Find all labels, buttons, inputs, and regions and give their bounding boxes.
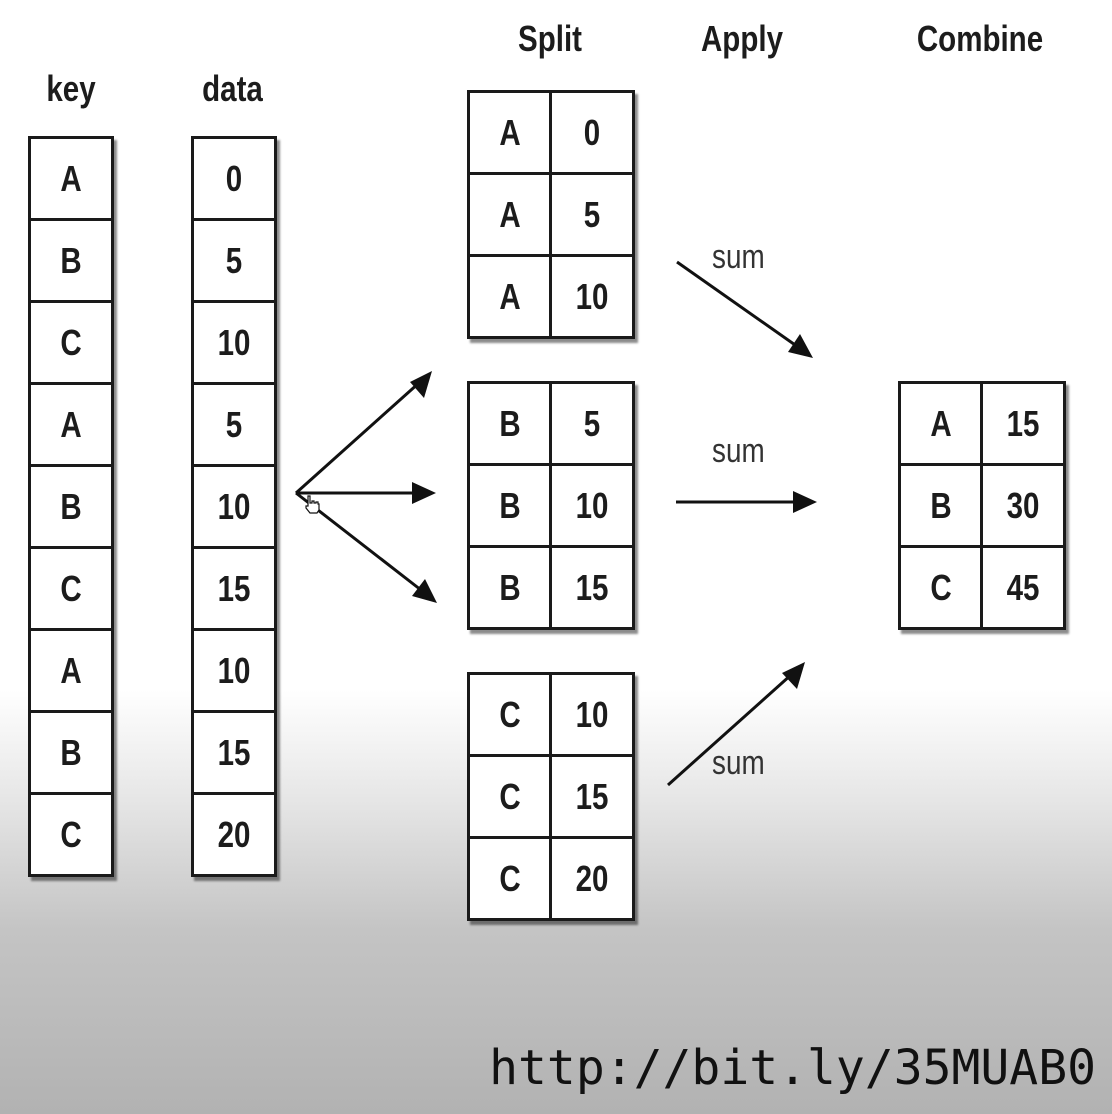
key-cell: C	[31, 303, 111, 385]
apply-arrow-icon	[666, 672, 794, 787]
data-cell: 10	[194, 631, 274, 713]
footer-url[interactable]: http://bit.ly/35MUAB0	[489, 1040, 1096, 1096]
result-value-cell: 45	[1006, 566, 1040, 608]
data-cell: 10	[194, 467, 274, 549]
group-key-cell: B	[470, 384, 552, 463]
key-cell: B	[31, 221, 111, 303]
group-key-cell: A	[470, 175, 552, 254]
group-key-cell: B	[470, 466, 552, 545]
arrow-icon	[410, 371, 432, 398]
arrow-icon	[782, 662, 805, 689]
data-cell: 0	[194, 139, 274, 221]
key-cell: A	[31, 631, 111, 713]
table-row: C 20	[470, 839, 632, 918]
group-key-cell: C	[470, 839, 552, 918]
apply-sum-label: sum	[712, 744, 765, 782]
data-cell: 5	[194, 221, 274, 303]
result-key-cell: C	[901, 548, 983, 627]
arrow-icon	[788, 334, 813, 358]
table-row: A 5	[470, 175, 632, 257]
group-value-cell: 20	[575, 857, 609, 899]
hand-cursor-icon	[305, 495, 320, 514]
group-value-cell: 10	[575, 693, 609, 735]
combine-header: Combine	[916, 18, 1044, 59]
table-row: C 45	[901, 548, 1063, 627]
data-header: data	[202, 68, 263, 109]
table-row: B 30	[901, 466, 1063, 548]
key-cell: B	[31, 467, 111, 549]
group-value-cell: 15	[575, 775, 609, 817]
data-cell: 10	[194, 303, 274, 385]
group-value-cell: 10	[575, 275, 609, 317]
data-cell: 20	[217, 813, 251, 855]
group-value-cell: 5	[583, 193, 601, 235]
apply-header: Apply	[700, 18, 783, 59]
result-key-cell: A	[901, 384, 983, 463]
table-row: B 5	[470, 384, 632, 466]
group-value-cell: 0	[583, 111, 601, 153]
split-arrow-icon	[294, 380, 422, 495]
data-cell: 15	[194, 549, 274, 631]
data-cell: 15	[194, 713, 274, 795]
group-value-cell: 5	[583, 402, 601, 444]
group-key-cell: C	[470, 757, 552, 836]
data-cell: 5	[194, 385, 274, 467]
table-row: C 15	[470, 757, 632, 839]
group-key-cell: C	[470, 675, 552, 754]
arrow-icon	[412, 482, 436, 504]
table-row: A 10	[470, 257, 632, 336]
key-cell: B	[31, 713, 111, 795]
group-key-cell: A	[470, 257, 552, 336]
split-group-b: B 5 B 10 B 15	[467, 381, 635, 630]
split-group-c: C 10 C 15 C 20	[467, 672, 635, 921]
result-value-cell: 15	[1006, 402, 1040, 444]
key-header: key	[46, 68, 96, 109]
table-row: A 15	[901, 384, 1063, 466]
apply-sum-label: sum	[712, 238, 765, 276]
data-column: 0 5 10 5 10 15 10 15 20	[191, 136, 277, 877]
key-cell: C	[60, 813, 82, 855]
key-cell: C	[31, 549, 111, 631]
apply-arrow-icon	[676, 260, 799, 349]
arrow-icon	[793, 491, 817, 513]
group-key-cell: A	[470, 93, 552, 172]
table-row: B 15	[470, 548, 632, 627]
split-group-a: A 0 A 5 A 10	[467, 90, 635, 339]
group-value-cell: 10	[575, 484, 609, 526]
key-cell: A	[31, 139, 111, 221]
combined-result-table: A 15 B 30 C 45	[898, 381, 1066, 630]
arrow-icon	[412, 579, 437, 603]
result-key-cell: B	[901, 466, 983, 545]
split-header: Split	[518, 18, 582, 59]
result-value-cell: 30	[1006, 484, 1040, 526]
apply-sum-label: sum	[712, 432, 765, 470]
group-value-cell: 15	[575, 566, 609, 608]
table-row: C 10	[470, 675, 632, 757]
table-row: A 0	[470, 93, 632, 175]
table-row: B 10	[470, 466, 632, 548]
key-column: A B C A B C A B C	[28, 136, 114, 877]
group-key-cell: B	[470, 548, 552, 627]
key-cell: A	[31, 385, 111, 467]
